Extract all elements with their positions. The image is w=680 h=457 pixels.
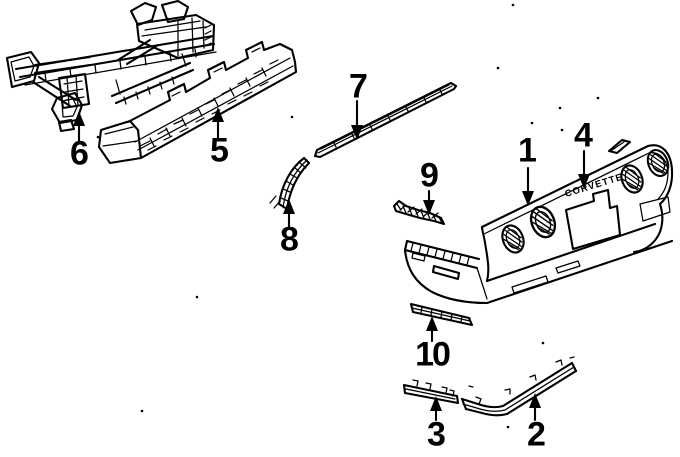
- callout-arrow-4: [578, 149, 590, 189]
- callout-arrow-1: [522, 166, 534, 206]
- callout-label-9: 9: [420, 156, 439, 195]
- callout-arrow-5: [212, 107, 224, 141]
- callout-arrow-2: [529, 393, 541, 422]
- callout-arrow-10: [426, 316, 438, 343]
- callout-label-1: 1: [518, 131, 537, 170]
- callout-arrow-6: [73, 111, 85, 145]
- scan-speckles: [96, 3, 600, 429]
- upper-molding-strip-part: [313, 81, 458, 159]
- rear-bumper-fascia-part: CORVETTE: [403, 138, 674, 305]
- callout-arrow-8: [283, 199, 295, 229]
- side-bracket-part: [460, 356, 578, 417]
- lower-strip-part: [409, 302, 474, 327]
- impact-bar-part: [97, 40, 298, 165]
- small-bracket-part: [392, 199, 446, 226]
- callout-label-2: 2: [527, 415, 546, 454]
- callout-arrow-9: [423, 189, 435, 215]
- callout-label-5: 5: [210, 131, 229, 170]
- callout-label-8: 8: [280, 220, 299, 259]
- callout-label-4: 4: [574, 116, 593, 155]
- callout-arrows: [73, 99, 590, 422]
- callout-arrow-7: [351, 99, 363, 140]
- frame-crossmember-part: [5, 0, 217, 133]
- callout-label-7: 7: [349, 67, 368, 106]
- lower-bracket-part: [402, 379, 460, 405]
- callout-label-10: 10: [415, 335, 451, 374]
- callout-label-6: 6: [70, 134, 89, 173]
- callout-arrow-3: [430, 396, 442, 422]
- callout-label-3: 3: [427, 415, 446, 454]
